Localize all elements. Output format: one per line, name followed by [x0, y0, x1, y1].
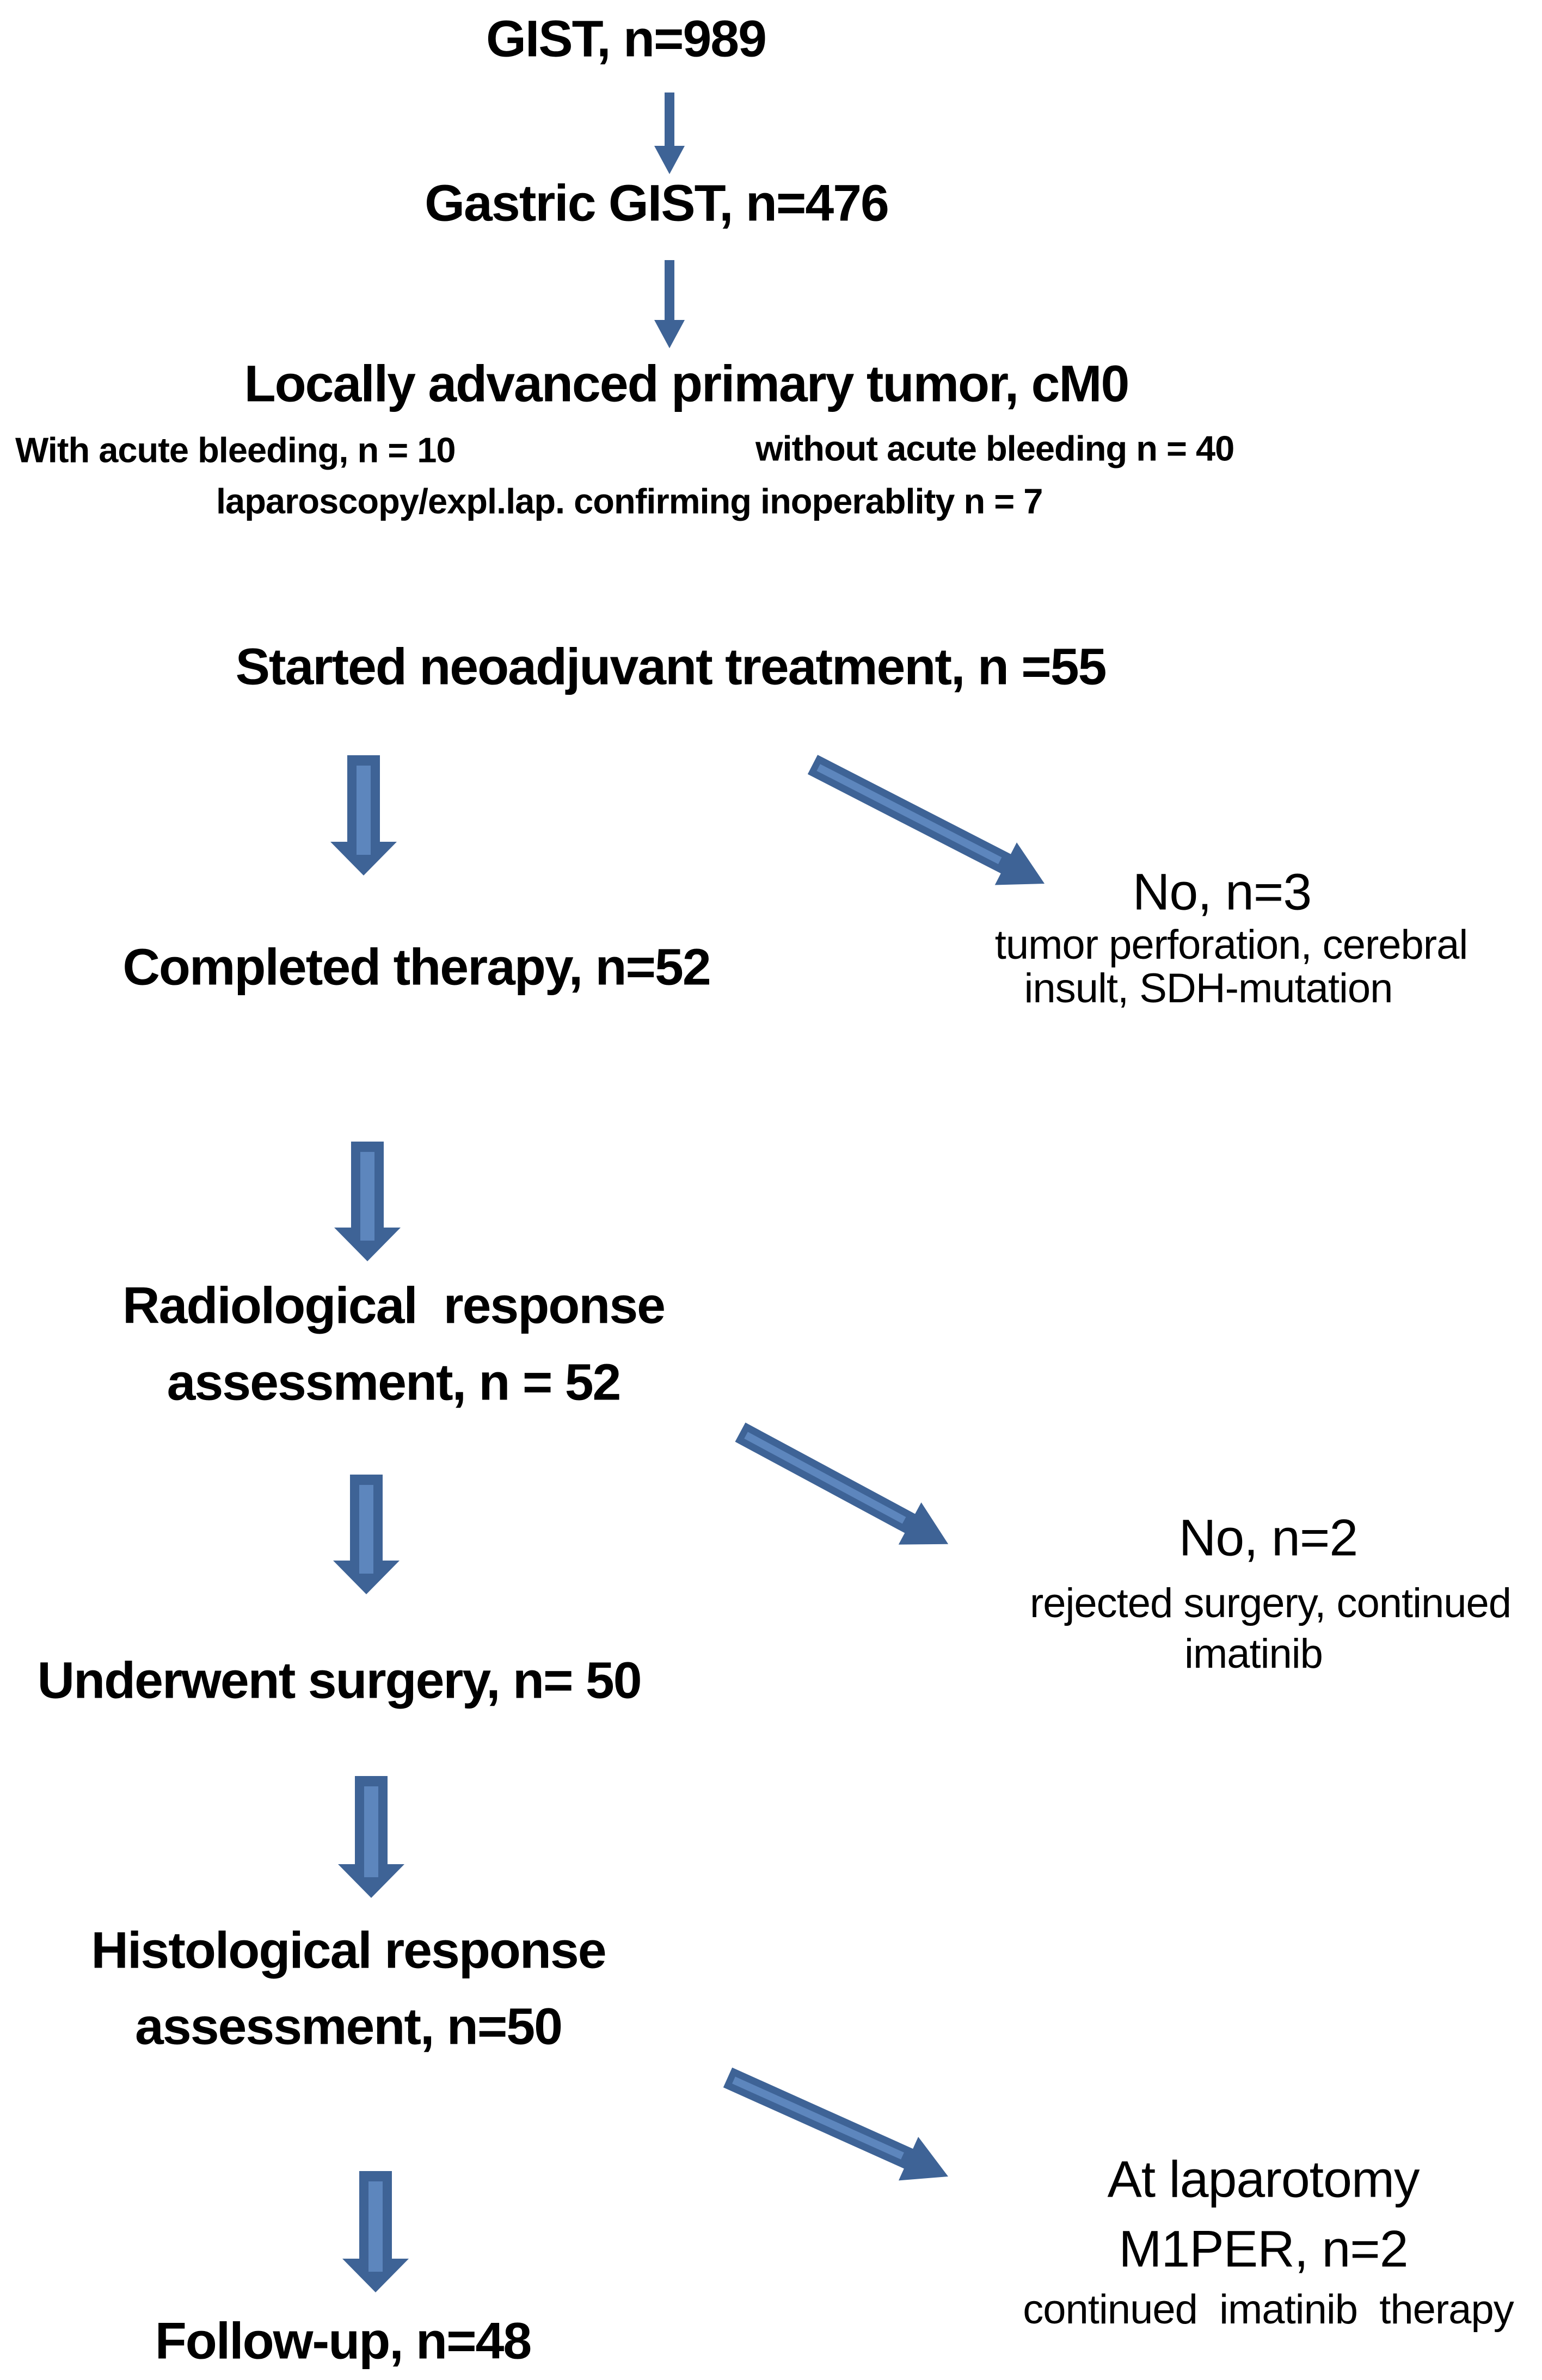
note-laparoscopy: laparoscopy/expl.lap. confirming inopera…: [216, 481, 1043, 521]
node-radiological-line1: Radiological response: [122, 1277, 666, 1335]
arrow-underwent-to-histological: [338, 1776, 404, 1898]
node-locally-advanced: Locally advanced primary tumor, cM0: [244, 355, 1130, 413]
exclusion-laparotomy-title2: M1PER, n=2: [1119, 2220, 1408, 2278]
note-without-acute-bleeding: without acute bleeding n = 40: [755, 428, 1234, 468]
node-histological-line1: Histological response: [91, 1921, 606, 1980]
exclusion-no2-title: No, n=2: [1178, 1509, 1358, 1567]
exclusion-laparotomy-title1: At laparotomy: [1107, 2150, 1420, 2209]
arrow-radiological-to-no2: [735, 1422, 949, 1545]
node-histological-line2: assessment, n=50: [135, 1997, 563, 2056]
exclusion-no2-line2: imatinib: [1184, 1631, 1323, 1677]
node-gastric-gist: Gastric GIST, n=476: [425, 174, 889, 232]
node-gist: GIST, n=989: [486, 10, 767, 68]
exclusion-laparotomy-line: continued imatinib therapy: [1023, 2286, 1514, 2333]
arrow-started-to-completed: [330, 755, 397, 875]
node-started-treatment: Started neoadjuvant treatment, n =55: [235, 638, 1107, 696]
arrow-completed-to-radiological: [334, 1142, 401, 1261]
arrow-histological-to-laparotomy: [723, 2067, 948, 2181]
exclusion-no3-title: No, n=3: [1132, 863, 1312, 921]
exclusion-no3-line2: insult, SDH-mutation: [1024, 965, 1393, 1012]
node-completed-therapy: Completed therapy, n=52: [122, 938, 711, 996]
exclusion-no3-line1: tumor perforation, cerebral: [994, 922, 1469, 968]
arrow-started-to-no3: [807, 755, 1045, 885]
exclusion-no2-line1: rejected surgery, continued: [1029, 1580, 1512, 1626]
arrow-histological-to-followup: [342, 2171, 409, 2292]
arrow-radiological-to-underwent: [333, 1475, 400, 1594]
node-radiological-line2: assessment, n = 52: [167, 1353, 622, 1411]
arrow-gastric-to-locally-advanced: [654, 260, 685, 348]
note-with-acute-bleeding: With acute bleeding, n = 10: [15, 430, 456, 470]
node-followup: Follow-up, n=48: [155, 2312, 532, 2370]
arrow-gist-to-gastric: [654, 93, 685, 174]
node-underwent-surgery: Underwent surgery, n= 50: [37, 1651, 642, 1710]
